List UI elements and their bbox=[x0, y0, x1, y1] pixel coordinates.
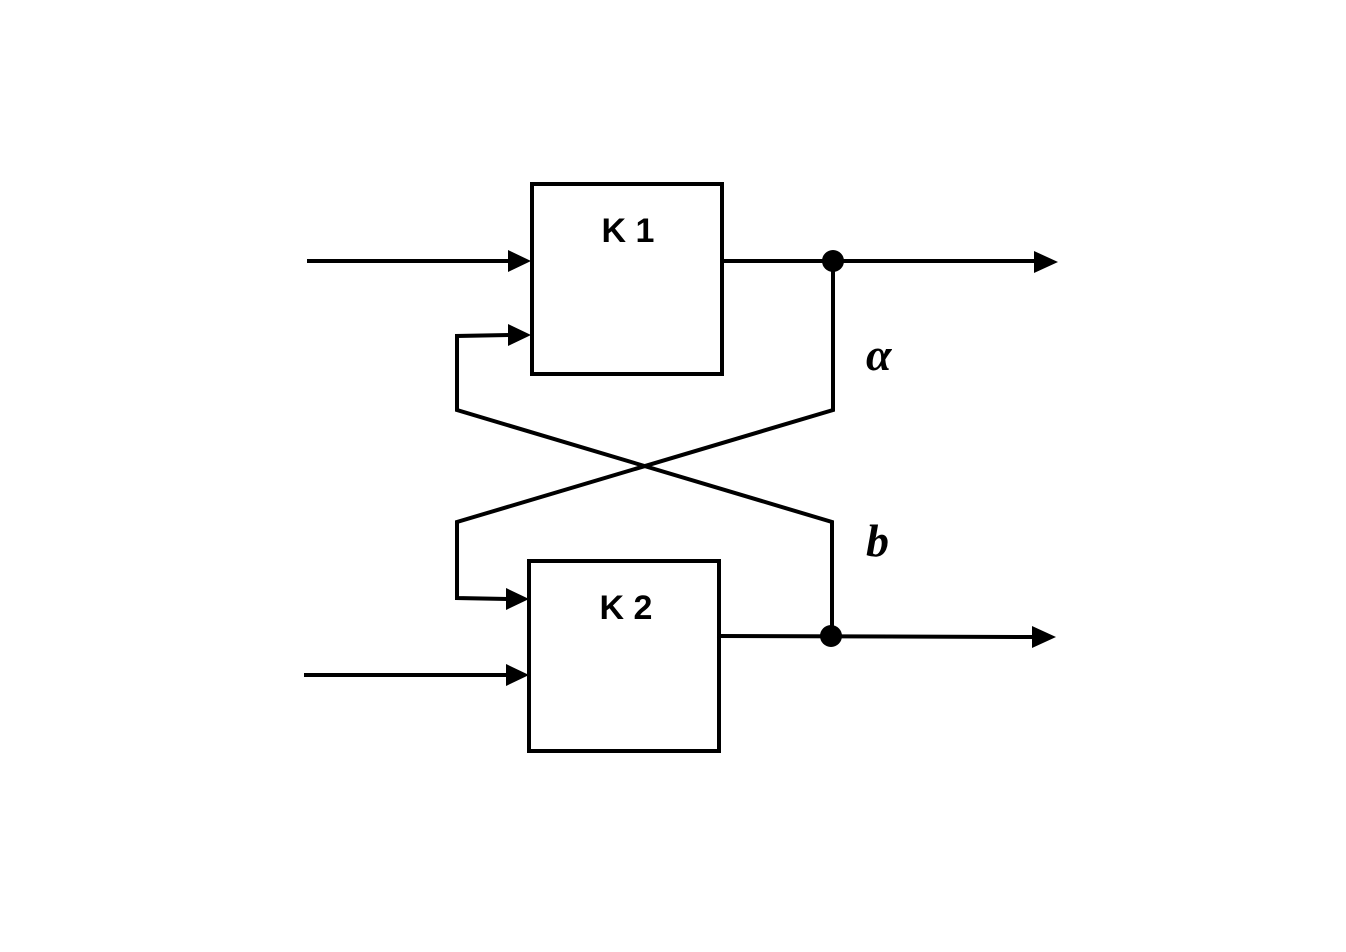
k2-output-arrowhead bbox=[1032, 626, 1056, 648]
k2-feedback-arrowhead bbox=[506, 588, 529, 610]
block-k1-label: K 1 bbox=[602, 212, 655, 250]
k2-output-wire bbox=[716, 626, 1056, 648]
block-k1: K 1 bbox=[530, 182, 724, 376]
k2-output-junction-node bbox=[820, 625, 842, 647]
block-k2-label: K 2 bbox=[600, 589, 653, 627]
signal-label-a: α bbox=[866, 329, 893, 380]
block-k2: K 2 bbox=[527, 559, 721, 753]
k1-output-junction-node bbox=[822, 250, 844, 272]
feedback-path-b bbox=[455, 324, 834, 638]
block-k2-box bbox=[527, 559, 721, 753]
k2-input-arrowhead bbox=[506, 664, 529, 686]
block-k1-box bbox=[530, 182, 724, 376]
k1-input-wire bbox=[307, 250, 531, 272]
k2-input-wire bbox=[304, 664, 529, 686]
feedback-path-a bbox=[455, 259, 835, 610]
k1-feedback-arrowhead bbox=[508, 324, 531, 346]
k1-output-arrowhead bbox=[1034, 251, 1058, 273]
k1-output-wire bbox=[720, 251, 1058, 273]
k1-input-arrowhead bbox=[508, 250, 531, 272]
signal-label-b: b bbox=[866, 515, 889, 566]
